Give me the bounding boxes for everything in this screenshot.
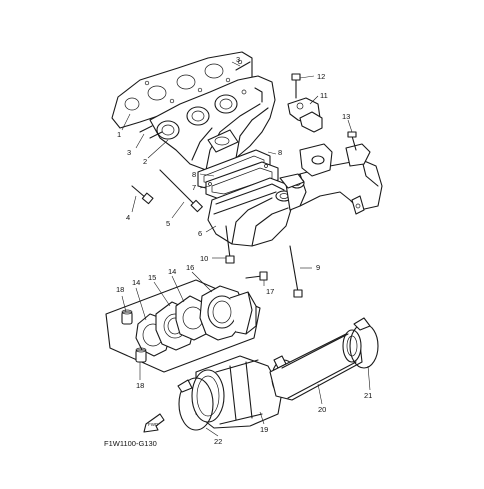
- callout-9: 9: [316, 263, 320, 272]
- callout-leaders: [121, 61, 371, 437]
- callout-16: 16: [186, 263, 194, 272]
- callout-12: 12: [317, 72, 325, 81]
- callout-22: 22: [214, 437, 222, 446]
- callout-5: 5: [166, 219, 170, 228]
- fwd-label: FWD: [148, 422, 159, 427]
- exhaust-manifold: [149, 75, 276, 171]
- bolt-10: [225, 225, 235, 264]
- exhaust-gasket-plate: [197, 149, 279, 201]
- bolt-9: [289, 245, 303, 298]
- forward-arrow-icon: FWD: [143, 413, 165, 433]
- bolt-17: [245, 271, 268, 281]
- callout-10: 10: [200, 254, 208, 263]
- callout-19: 19: [260, 425, 268, 434]
- callout-7: 7: [192, 183, 196, 192]
- callout-14b: 14: [168, 267, 176, 276]
- damper-18-bottom: [135, 347, 147, 363]
- callout-3b: 3: [236, 55, 240, 64]
- mounting-bracket: [287, 73, 323, 133]
- callout-17: 17: [266, 287, 274, 296]
- callout-8b: 8: [278, 148, 282, 157]
- callout-3a: 3: [127, 148, 131, 157]
- exhaust-outlet-pipe: [285, 159, 383, 215]
- damper-18-top: [121, 309, 133, 325]
- bolt-4: [131, 185, 154, 205]
- callout-15: 15: [148, 273, 156, 282]
- lower-assembly-outline: [105, 279, 261, 373]
- diagram-code: F1W1100-G130: [104, 439, 157, 448]
- bolt-5: [159, 169, 203, 213]
- callout-11: 11: [320, 91, 328, 100]
- sensor-bracket: [279, 131, 371, 189]
- exhaust-hose-20: [269, 329, 363, 401]
- callout-18b: 18: [136, 381, 144, 390]
- callout-1: 1: [117, 130, 121, 139]
- exhaust-joint-16: [199, 285, 257, 341]
- stud-bolts: [139, 61, 251, 139]
- callout-4: 4: [126, 213, 130, 222]
- callout-18a: 18: [116, 285, 124, 294]
- hose-clamp-21: [349, 317, 379, 369]
- callout-13: 13: [342, 112, 350, 121]
- rubber-joint-19: [191, 355, 283, 429]
- callout-labels: 1 2 3 3 4 5 6 7 8 8 9 10 11 12 13 14 14 …: [116, 55, 372, 446]
- callout-21: 21: [364, 391, 372, 400]
- hose-clamp-22: [177, 377, 214, 431]
- callout-2: 2: [143, 157, 147, 166]
- callout-6: 6: [198, 229, 202, 238]
- callout-20: 20: [318, 405, 326, 414]
- exhaust-chamber: [207, 177, 293, 247]
- callout-14a: 14: [132, 278, 140, 287]
- callout-8a: 8: [192, 170, 196, 179]
